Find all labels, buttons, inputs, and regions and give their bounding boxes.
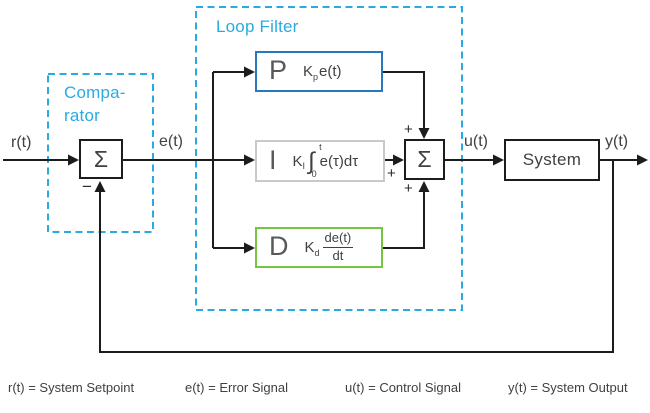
p-coeff-sub: p: [313, 71, 319, 82]
u-signal-label: u(t): [464, 133, 488, 150]
comparator-sum-block: Σ: [79, 139, 123, 179]
d-fraction-denominator: dt: [332, 248, 344, 263]
plus-sign-left: +: [387, 165, 396, 182]
plus-sign-top: +: [404, 121, 413, 138]
arrow-feedback-into-comparator: [94, 181, 106, 192]
summer-sigma-symbol: Σ: [417, 146, 432, 172]
arrow-into-i: [244, 154, 255, 166]
integral-upper-limit: t: [319, 142, 322, 152]
r-signal-label: r(t): [11, 134, 32, 151]
i-coeff: K: [292, 152, 303, 170]
arrow-into-system: [493, 154, 504, 166]
arrow-into-summer-bottom: [418, 181, 430, 192]
d-fraction-numerator: de(t): [322, 230, 354, 248]
d-output-line: [383, 190, 425, 249]
comparator-title-line2: rator: [64, 105, 100, 125]
loop-filter-title: Loop Filter: [216, 17, 299, 36]
arrowheads: [68, 66, 648, 254]
integral: ∫ t 0: [307, 142, 322, 179]
system-label: System: [522, 150, 582, 169]
minus-sign: −: [82, 177, 92, 196]
signal-lines: [3, 71, 637, 353]
plus-sign-bottom: +: [404, 180, 413, 197]
d-letter: D: [269, 231, 289, 261]
arrow-output: [637, 154, 648, 166]
arrow-into-summer-left: [393, 154, 404, 166]
d-fraction: de(t)dt: [322, 230, 354, 264]
legend-y: y(t) = System Output: [508, 380, 628, 395]
legend-e: e(t) = Error Signal: [185, 380, 288, 395]
p-letter: P: [269, 55, 288, 85]
i-letter: I: [269, 144, 277, 175]
e-signal-label: e(t): [159, 133, 183, 150]
integral-symbol: ∫: [308, 148, 315, 175]
comparator-title-line1: Compa-: [64, 83, 126, 102]
arrow-into-p: [244, 66, 255, 78]
p-coeff: K: [303, 63, 314, 80]
comparator-title: Compa- rator: [64, 82, 126, 128]
legend-r: r(t) = System Setpoint: [8, 380, 135, 395]
feedback-line: [99, 160, 614, 353]
integral-lower-limit: 0: [311, 169, 317, 179]
comparator-sigma-symbol: Σ: [93, 145, 109, 172]
arrow-into-comparator: [68, 154, 79, 166]
legend-u: u(t) = Control Signal: [345, 380, 461, 395]
arrow-into-summer-top: [418, 128, 430, 139]
p-output-line: [383, 71, 425, 130]
summer-block: Σ: [404, 139, 445, 180]
system-block: System: [504, 139, 600, 181]
d-coeff: K: [304, 239, 315, 256]
d-coeff-sub: d: [314, 247, 320, 258]
p-expr: e(t): [319, 63, 342, 80]
arrow-into-d: [244, 242, 255, 254]
i-expr: e(τ)dτ: [319, 152, 359, 170]
y-signal-label: y(t): [605, 133, 629, 150]
i-coeff-sub: I: [302, 161, 306, 171]
loop-filter-dashed-box: [195, 6, 463, 311]
